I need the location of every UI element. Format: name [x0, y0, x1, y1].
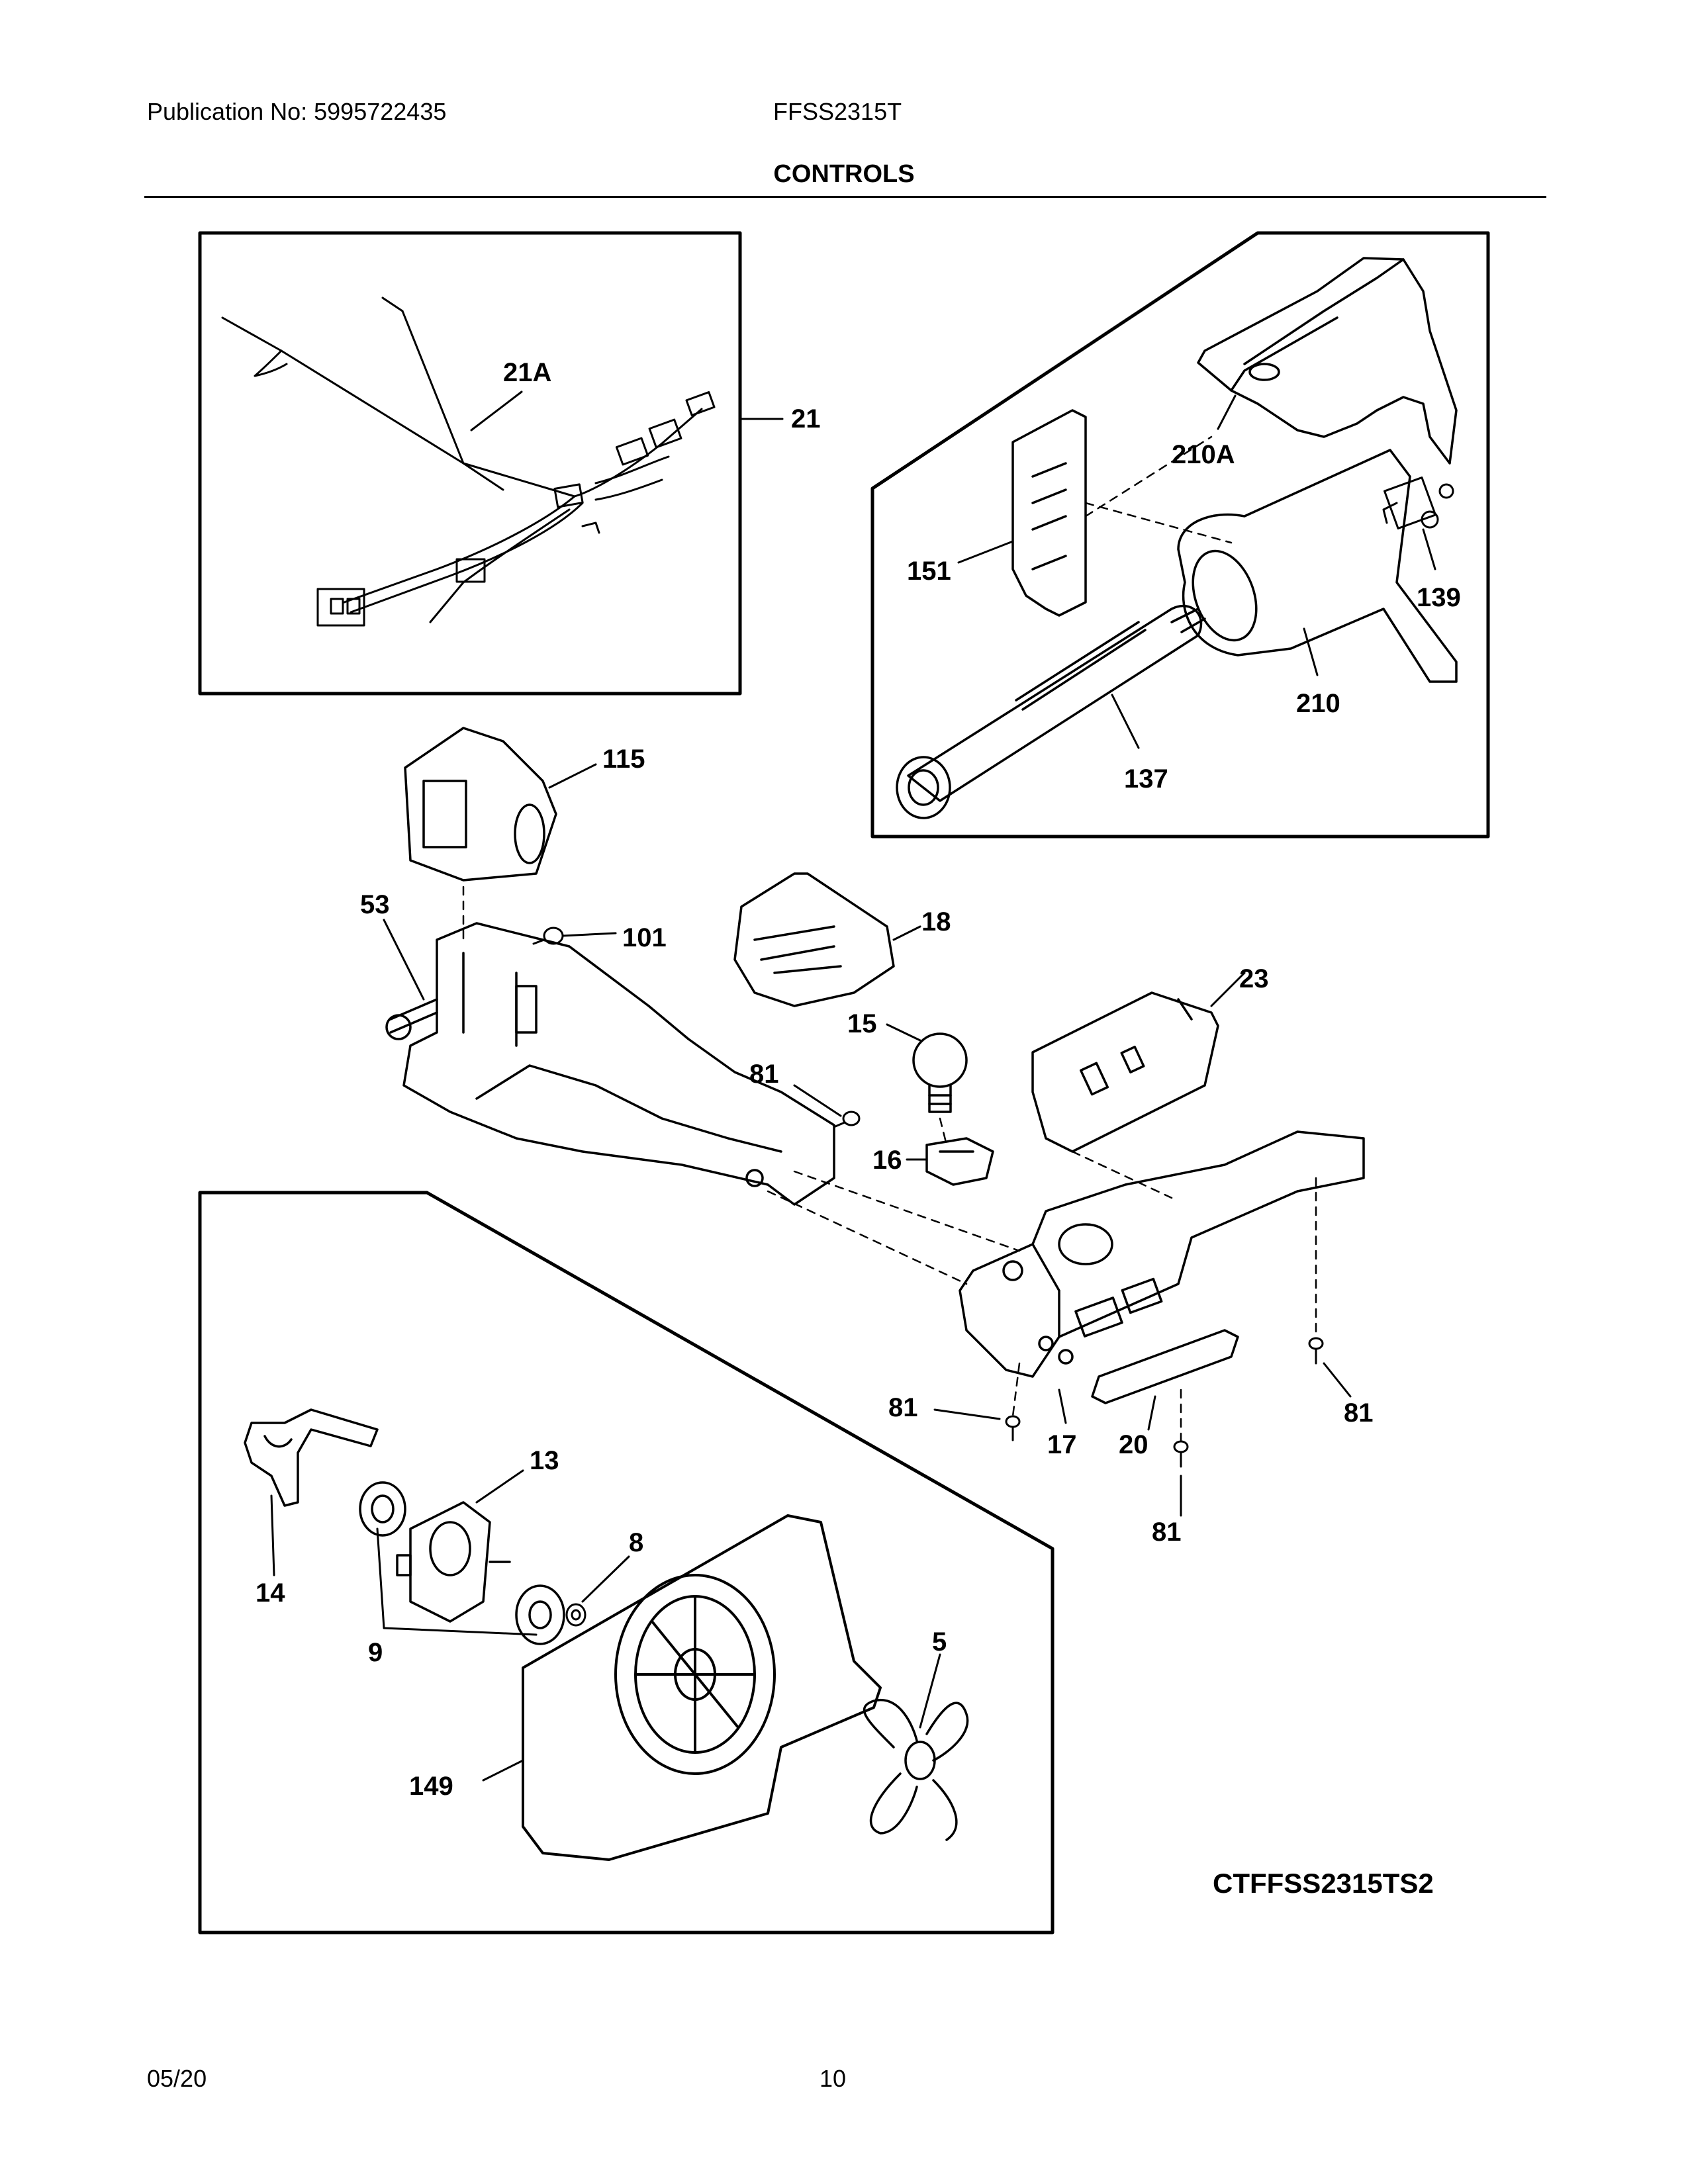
leader-5 — [919, 1653, 941, 1729]
leader-210 — [1303, 627, 1319, 676]
screw-81-left — [1005, 1415, 1021, 1441]
leader-17 — [1058, 1388, 1067, 1424]
grommet-left — [359, 1481, 406, 1537]
dispenser-light-lens — [1091, 1329, 1239, 1404]
callout-20: 20 — [1119, 1430, 1149, 1459]
page-title: CONTROLS — [773, 160, 915, 188]
wire-harness-box — [198, 231, 742, 696]
callout-23: 23 — [1239, 964, 1269, 993]
water-filter-box — [870, 231, 1490, 839]
screw-81-bottom — [1173, 1440, 1189, 1468]
callout-15: 15 — [847, 1009, 877, 1038]
leader-15 — [886, 1023, 921, 1042]
fan-motor — [396, 1501, 511, 1623]
callout-13: 13 — [530, 1446, 559, 1475]
callout-21A: 21A — [503, 358, 551, 387]
washer-8 — [565, 1603, 586, 1627]
leader-9 — [376, 1527, 538, 1636]
filter-bracket — [1011, 409, 1087, 617]
fan-shroud — [522, 1514, 882, 1861]
leader-23 — [1210, 972, 1246, 1007]
leader-101 — [561, 932, 617, 937]
leader-21A — [470, 390, 523, 432]
light-cover — [733, 872, 895, 1007]
callout-21: 21 — [791, 404, 821, 433]
actuator-housing — [404, 727, 557, 882]
leader-20 — [1147, 1395, 1156, 1431]
leader-149 — [482, 1759, 524, 1782]
callout-137: 137 — [1124, 764, 1168, 794]
light-socket — [925, 1137, 994, 1186]
filter-head-housing — [1197, 257, 1458, 465]
callout-149: 149 — [409, 1772, 453, 1801]
filter-cover — [1177, 449, 1458, 683]
callout-139: 139 — [1417, 583, 1461, 612]
screw-101 — [532, 927, 564, 945]
middle-dashed-lines — [462, 886, 1317, 1441]
leader-137 — [1111, 694, 1140, 749]
fan-motor-box — [198, 1191, 1055, 1934]
water-valve — [1382, 477, 1454, 529]
leader-81-right — [1323, 1362, 1352, 1398]
callout-81-top: 81 — [749, 1060, 779, 1089]
grommet-right — [515, 1584, 565, 1645]
footer-date: 05/20 — [147, 2065, 207, 2092]
leader-18 — [892, 925, 921, 941]
callout-16: 16 — [872, 1146, 902, 1175]
callout-101: 101 — [622, 923, 667, 952]
leader-14 — [270, 1494, 275, 1576]
callout-5: 5 — [932, 1627, 947, 1657]
leader-139 — [1422, 528, 1436, 570]
leader-210A — [1217, 394, 1237, 430]
light-bulb — [912, 1032, 968, 1113]
callout-17: 17 — [1047, 1430, 1077, 1459]
callout-151: 151 — [907, 557, 951, 586]
callout-8: 8 — [629, 1528, 643, 1557]
screw-81-top — [834, 1111, 861, 1128]
leader-53 — [383, 919, 425, 1001]
fan-motor-bracket — [244, 1408, 379, 1507]
callout-115: 115 — [602, 745, 645, 774]
dispenser-housing — [959, 1130, 1365, 1378]
leader-13 — [475, 1469, 524, 1504]
callout-210: 210 — [1296, 689, 1340, 718]
leader-81-top — [793, 1084, 842, 1117]
page-number: 10 — [820, 2065, 847, 2092]
callout-81-bottom: 81 — [1152, 1518, 1182, 1547]
control-board — [1031, 991, 1219, 1153]
callout-81-left: 81 — [888, 1393, 918, 1422]
leader-151 — [957, 540, 1014, 564]
callout-18: 18 — [921, 907, 951, 936]
screw-81-right — [1308, 1337, 1324, 1365]
filter-dashed-lines — [1084, 435, 1233, 544]
header-rule — [144, 196, 1546, 198]
callout-14: 14 — [256, 1578, 285, 1608]
diagram-code: CTFFSS2315TS2 — [1213, 1868, 1434, 1899]
callout-9: 9 — [368, 1638, 383, 1667]
leader-115 — [548, 763, 597, 789]
callout-210A: 210A — [1172, 440, 1235, 469]
callout-labels: 21 21A 210A 151 139 210 137 115 53 101 1… — [256, 358, 1461, 1801]
callout-53: 53 — [360, 890, 390, 919]
fan-blade — [863, 1698, 969, 1841]
callout-81-right: 81 — [1344, 1398, 1374, 1428]
water-filter-cartridge — [896, 604, 1206, 819]
model-number: FFSS2315T — [773, 98, 902, 125]
leader-81-left — [933, 1408, 1001, 1420]
wire-harness — [221, 296, 716, 627]
leader-8 — [581, 1555, 630, 1603]
publication-number: Publication No: 5995722435 — [147, 98, 447, 125]
